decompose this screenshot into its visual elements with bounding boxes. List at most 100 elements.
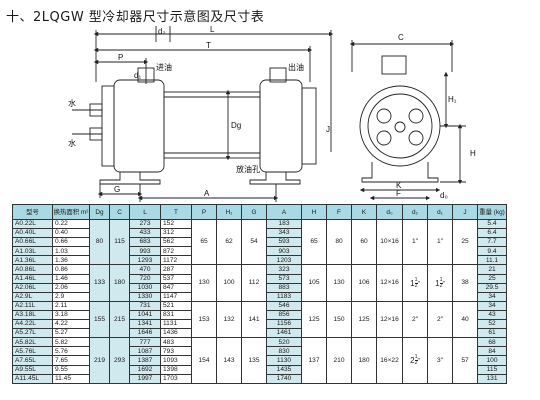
cell-Dg: 219: [89, 337, 110, 384]
cell-T: 1398: [160, 364, 192, 375]
cell-weight: 5.4: [477, 218, 507, 230]
cell-area: 5.82: [52, 337, 90, 348]
side-flange: [359, 85, 441, 167]
cell-model: A4.22L: [12, 319, 53, 330]
cell-weight: 25: [477, 273, 507, 284]
header-J: J: [452, 204, 478, 220]
bolt-hole: [408, 108, 424, 124]
cell-A: 323: [266, 264, 302, 275]
cell-model: A5.82L: [12, 337, 53, 348]
cell-area: 0.22: [52, 218, 90, 230]
label-oil-in: 进油: [156, 62, 172, 72]
cell-T: 1703: [160, 373, 192, 384]
cell-P: 130: [191, 264, 217, 302]
cell-K: 125: [351, 300, 377, 339]
cell-K: 180: [351, 337, 377, 384]
label-J: J: [326, 125, 330, 134]
cell-area: 5.27: [52, 328, 90, 339]
side-nozzle: [381, 55, 407, 75]
cell-T: 312: [160, 228, 192, 239]
bolt-hole: [394, 121, 406, 133]
header-d2: d₂: [402, 204, 428, 220]
label-oil-out: 出油: [288, 62, 304, 72]
cell-L: 1387: [129, 355, 161, 366]
cell-T: 521: [160, 300, 192, 311]
cell-d0: 12×16: [376, 264, 403, 302]
cell-T: 483: [160, 337, 192, 348]
bolt-hole: [408, 130, 424, 146]
cell-weight: 7.7: [477, 237, 507, 248]
foot-right: [249, 172, 301, 185]
cell-model: A1.46L: [12, 273, 53, 284]
cell-weight: 9.4: [477, 246, 507, 257]
cell-d2: 2″: [402, 300, 428, 339]
cell-T: 847: [160, 282, 192, 293]
cell-P: 153: [191, 300, 217, 339]
label-K: K: [396, 181, 402, 190]
header-area: 换热面积 m²: [52, 204, 90, 220]
cell-model: A3.18L: [12, 309, 53, 321]
cell-weight: 84: [477, 346, 507, 357]
cell-T: 152: [160, 218, 192, 230]
cell-F: 130: [326, 264, 352, 302]
header-T: T: [160, 204, 192, 220]
cell-C: 293: [109, 337, 130, 384]
label-water-in: 水: [68, 98, 76, 108]
cell-L: 433: [129, 228, 161, 239]
cell-area: 9.55: [52, 364, 90, 375]
cell-A: 1435: [266, 364, 302, 375]
cell-A: 343: [266, 228, 302, 239]
cell-J: 40: [452, 300, 478, 339]
cell-T: 287: [160, 264, 192, 275]
cell-weight: 131: [477, 373, 507, 384]
cell-T: 793: [160, 346, 192, 357]
header-K: K: [351, 204, 377, 220]
cell-F: 80: [326, 218, 352, 266]
cell-L: 720: [129, 273, 161, 284]
cell-area: 5.76: [52, 346, 90, 357]
cell-model: A7.65L: [12, 355, 53, 366]
cell-T: 1436: [160, 328, 192, 339]
cell-model: A9.55L: [12, 364, 53, 375]
cell-area: 7.65: [52, 355, 90, 366]
label-P: P: [118, 53, 123, 62]
header-F: F: [326, 204, 352, 220]
dimension-table: 型号 换热面积 m² Dg C L T P H₁ G A H F K d₀ d₂…: [12, 204, 507, 384]
cell-H: 137: [301, 337, 327, 384]
cell-H1: 62: [216, 218, 242, 266]
cell-A: 1183: [266, 291, 302, 302]
cell-T: 1131: [160, 319, 192, 330]
cell-H: 65: [301, 218, 327, 266]
cell-area: 2.11: [52, 300, 90, 311]
cell-J: 25: [452, 218, 478, 266]
cell-area: 3.18: [52, 309, 90, 321]
label-water-out: 水: [68, 138, 76, 148]
cell-K: 60: [351, 218, 377, 266]
cell-weight: 68: [477, 337, 507, 348]
cell-d2: 1″: [402, 218, 428, 266]
side-foot: [361, 162, 439, 183]
cell-A: 1740: [266, 373, 302, 384]
cell-L: 993: [129, 246, 161, 257]
foot-left: [99, 172, 161, 185]
cell-T: 831: [160, 309, 192, 321]
cell-model: A2.11L: [12, 300, 53, 311]
oil-outlet-nozzle: [269, 67, 287, 83]
header-right: [259, 79, 303, 173]
cell-T: 562: [160, 237, 192, 248]
cell-H: 105: [301, 264, 327, 302]
cell-weight: 34: [477, 300, 507, 311]
cell-area: 0.40: [52, 228, 90, 239]
cell-L: 1293: [129, 255, 161, 266]
header-P: P: [191, 204, 217, 220]
